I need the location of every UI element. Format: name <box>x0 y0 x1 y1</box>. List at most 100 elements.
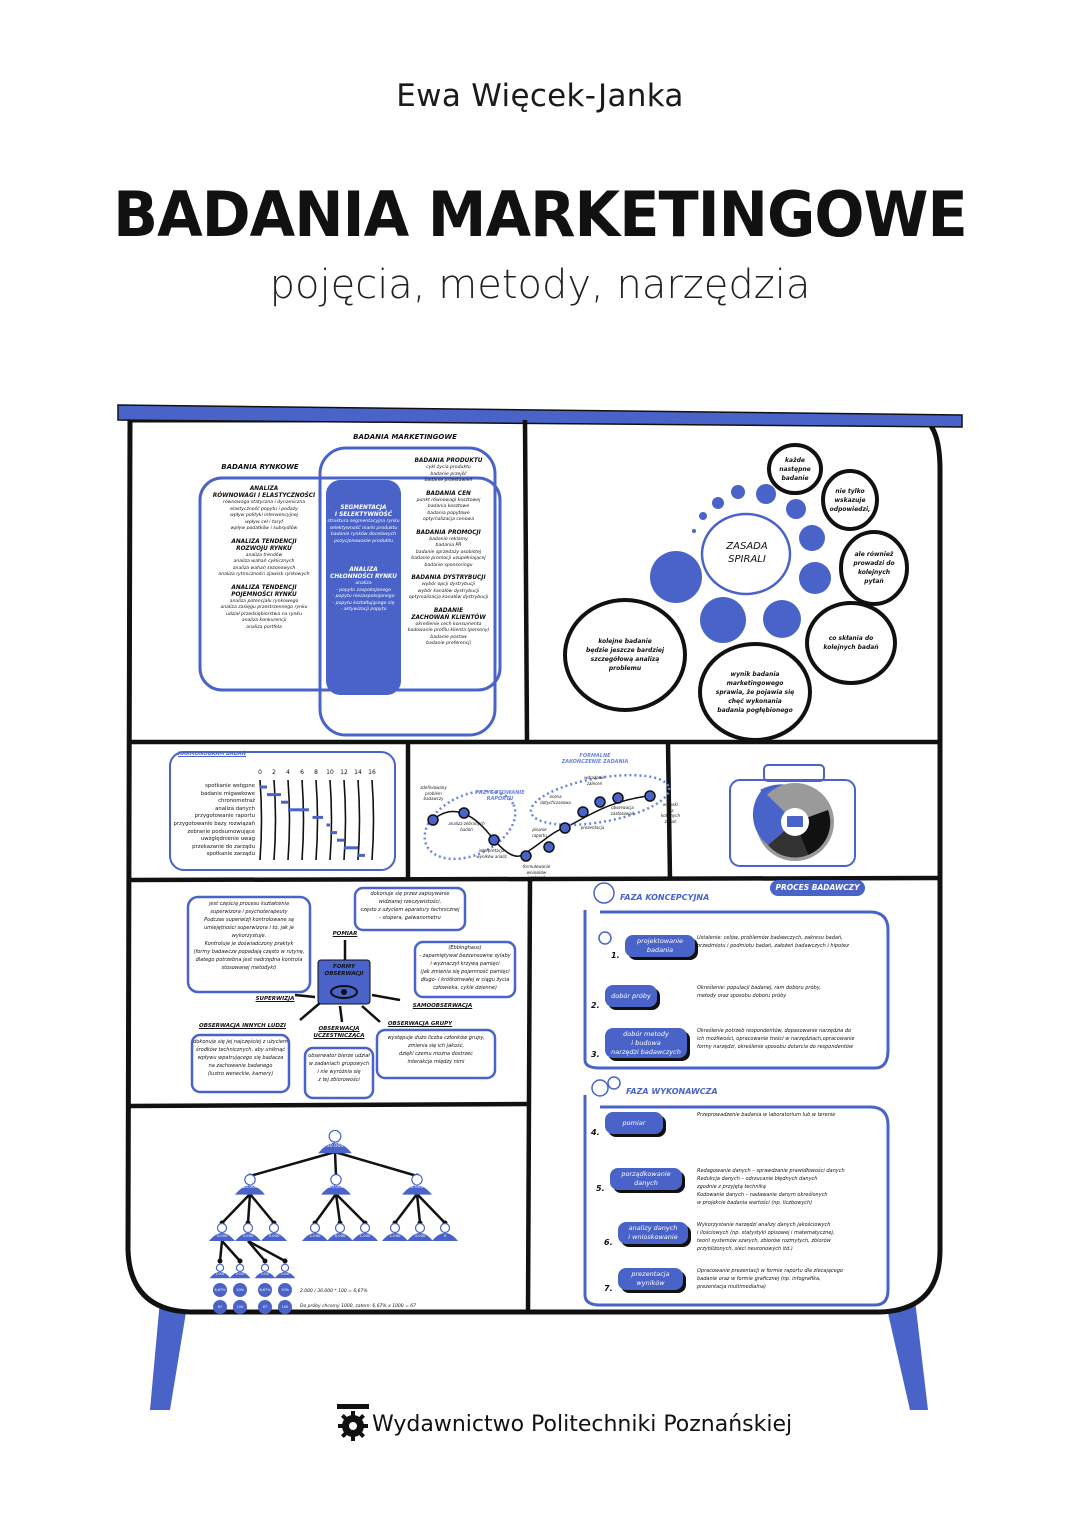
spiral-bubble-text: nie tylko wskazuje odpowiedzi, <box>829 487 871 513</box>
others-observation-text: dokonuje się jej najczęściej z użyciem ś… <box>193 1039 288 1077</box>
tree-arrow <box>313 1193 338 1224</box>
tree-result-circle <box>213 1300 227 1314</box>
tree-level2-node: 8.000 <box>334 1233 346 1238</box>
gantt-tick-label: 10 <box>326 769 334 776</box>
path-step-node <box>577 806 589 818</box>
publisher-name: Wydawnictwo Politechniki Poznańskiej <box>372 1412 793 1437</box>
measure-label: POMIAR <box>332 931 358 937</box>
person-head-icon <box>334 1222 346 1234</box>
path-step-node <box>543 841 555 853</box>
tree-level1-node: 15.000 <box>242 1185 258 1191</box>
tree-level2-node: 5.000 <box>268 1233 280 1238</box>
tree-level3-node: 2.000 <box>260 1271 270 1276</box>
venn-section-heading: ANALIZA TENDENCJI ROZWOJU RYNKU <box>231 538 297 552</box>
tree-level2-node: 1.000 <box>389 1233 401 1238</box>
tree-result-label: 6,67% <box>259 1288 271 1292</box>
venn-section-heading: ANALIZA TENDENCJI POJEMNOŚCI RYNKU <box>231 584 297 598</box>
venn-section-heading: BADANIA DYSTRYBUCJI <box>411 575 486 581</box>
tree-result-label: 100 <box>281 1305 289 1309</box>
tree-arrowhead <box>282 1258 288 1264</box>
gantt-bar <box>312 815 323 819</box>
process-step-description: Redagowanie danych – sprawdzanie prawidł… <box>697 1168 845 1206</box>
process-step-button: porządkowanie danych <box>610 1168 682 1190</box>
tree-result-circle <box>278 1283 292 1297</box>
path-step-node <box>458 807 470 819</box>
person-body-icon <box>235 1185 265 1195</box>
process-step-description: Opracowanie prezentacji w formie raportu… <box>697 1268 843 1290</box>
process-step-button: pomiar <box>605 1112 663 1134</box>
gantt-gridline <box>287 779 291 861</box>
group-observation-label: OBSERWACJA GRUPY <box>387 1021 453 1027</box>
process-step-number: 6. <box>604 1238 613 1247</box>
person-body-icon <box>402 1185 432 1195</box>
gantt-task-label: przygotowanie raportu <box>194 813 255 820</box>
spiral-bubble-text: wynik badania marketingowego sprawia, że… <box>715 670 795 714</box>
person-body-icon <box>274 1271 296 1279</box>
person-head-icon <box>244 1173 256 1186</box>
person-body-icon <box>235 1233 261 1241</box>
venn-section-text: struktura segmentacyjna rynku selektywno… <box>327 519 400 544</box>
supervision-label: SUPERWIZJA <box>255 996 295 1002</box>
process-step-number: 7. <box>604 1284 613 1293</box>
tree-arrow <box>415 1193 422 1224</box>
tree-result-circle <box>258 1300 272 1314</box>
venn-left-title: BADANIA RYNKOWE <box>221 463 299 471</box>
gantt-bar <box>337 838 344 842</box>
path-step-node <box>427 814 439 826</box>
tree-level2-node: 5.000 <box>242 1233 254 1238</box>
tree-arrow <box>334 1150 418 1178</box>
tree-result-circle <box>233 1300 247 1314</box>
process-step-number: 3. <box>591 1050 600 1059</box>
person-body-icon <box>318 1142 352 1154</box>
tree-result-circle <box>213 1283 227 1297</box>
person-head-icon <box>268 1222 280 1234</box>
venn-section-text: analiza potencjału rynkowego analiza zas… <box>220 598 308 630</box>
gantt-title: HARMONOGRAM BADAŃ <box>178 751 246 757</box>
path-step-label: interpretacja wyników analiz <box>476 848 507 859</box>
person-head-icon <box>242 1222 254 1234</box>
gantt-gridline <box>357 779 361 861</box>
gantt-gridline <box>329 779 333 861</box>
gantt-task-label: badanie migawkowe <box>200 790 255 797</box>
venn-section-text: cykl życia produktu badanie przejść bada… <box>424 465 473 483</box>
tree-result-label: 67 <box>262 1305 268 1309</box>
spiral-dots <box>650 484 831 643</box>
process-title: PROCES BADAWCZY <box>775 883 860 892</box>
person-body-icon <box>209 1271 231 1279</box>
process-step-number: 1. <box>611 951 620 960</box>
gantt-task-label: chronometraż <box>218 798 255 805</box>
path-step-node <box>594 796 606 808</box>
group-observation-text: występuje dużo liczba członków grupy, zm… <box>387 1035 485 1065</box>
tree-arrow <box>247 1240 266 1262</box>
person-head-icon <box>328 1129 342 1143</box>
person-head-icon <box>216 1222 228 1234</box>
process-step-description: Określenie: populacji badanej, ram dobor… <box>697 985 821 999</box>
gantt-task-label: analiza danych <box>215 805 255 812</box>
venn-section-heading: BADANIA CEN <box>426 490 471 497</box>
process-step-description: Przeprowadzenie badania w laboratorium l… <box>697 1112 836 1118</box>
gantt-task-label: przygotowanie bazy rozwiązań <box>173 821 255 827</box>
self-observation-label: SAMOOBSERWACJA <box>412 1003 473 1009</box>
gantt-tick-label: 4 <box>286 769 290 776</box>
phase2-title: FAZA WYKONAWCZA <box>626 1087 718 1096</box>
gantt-task-label: zebranie podsumowujące <box>187 828 255 835</box>
person-body-icon <box>432 1233 458 1241</box>
tree-formula-1: 2.000 / 30.000 * 100 = 6,67% <box>300 1289 368 1294</box>
tree-level1-node: 5.000 <box>410 1185 424 1191</box>
gantt-tick-label: 8 <box>314 769 318 776</box>
participant-observation-label: OBSERWACJA UCZESTNICZĄCA <box>313 1026 365 1039</box>
tree-level2-node: 4.000 <box>414 1233 426 1238</box>
path-step-label: analiza zebranych badań <box>448 821 485 832</box>
participant-observation-text: obserwator bierze udział w zadaniach gru… <box>308 1053 370 1083</box>
path-step-label: ocena dotychczasowa <box>540 794 571 805</box>
gantt-bar <box>281 800 288 804</box>
venn-section-text: równowaga statyczna i dynamiczna elastyc… <box>222 500 306 531</box>
tree-arrow <box>246 1193 252 1224</box>
person-head-icon <box>280 1263 290 1273</box>
tree-result-label: 100 <box>236 1305 244 1309</box>
gantt-bar <box>260 785 267 789</box>
path-step-node <box>644 790 656 802</box>
tree-level3-node: 2.000 <box>215 1271 225 1276</box>
